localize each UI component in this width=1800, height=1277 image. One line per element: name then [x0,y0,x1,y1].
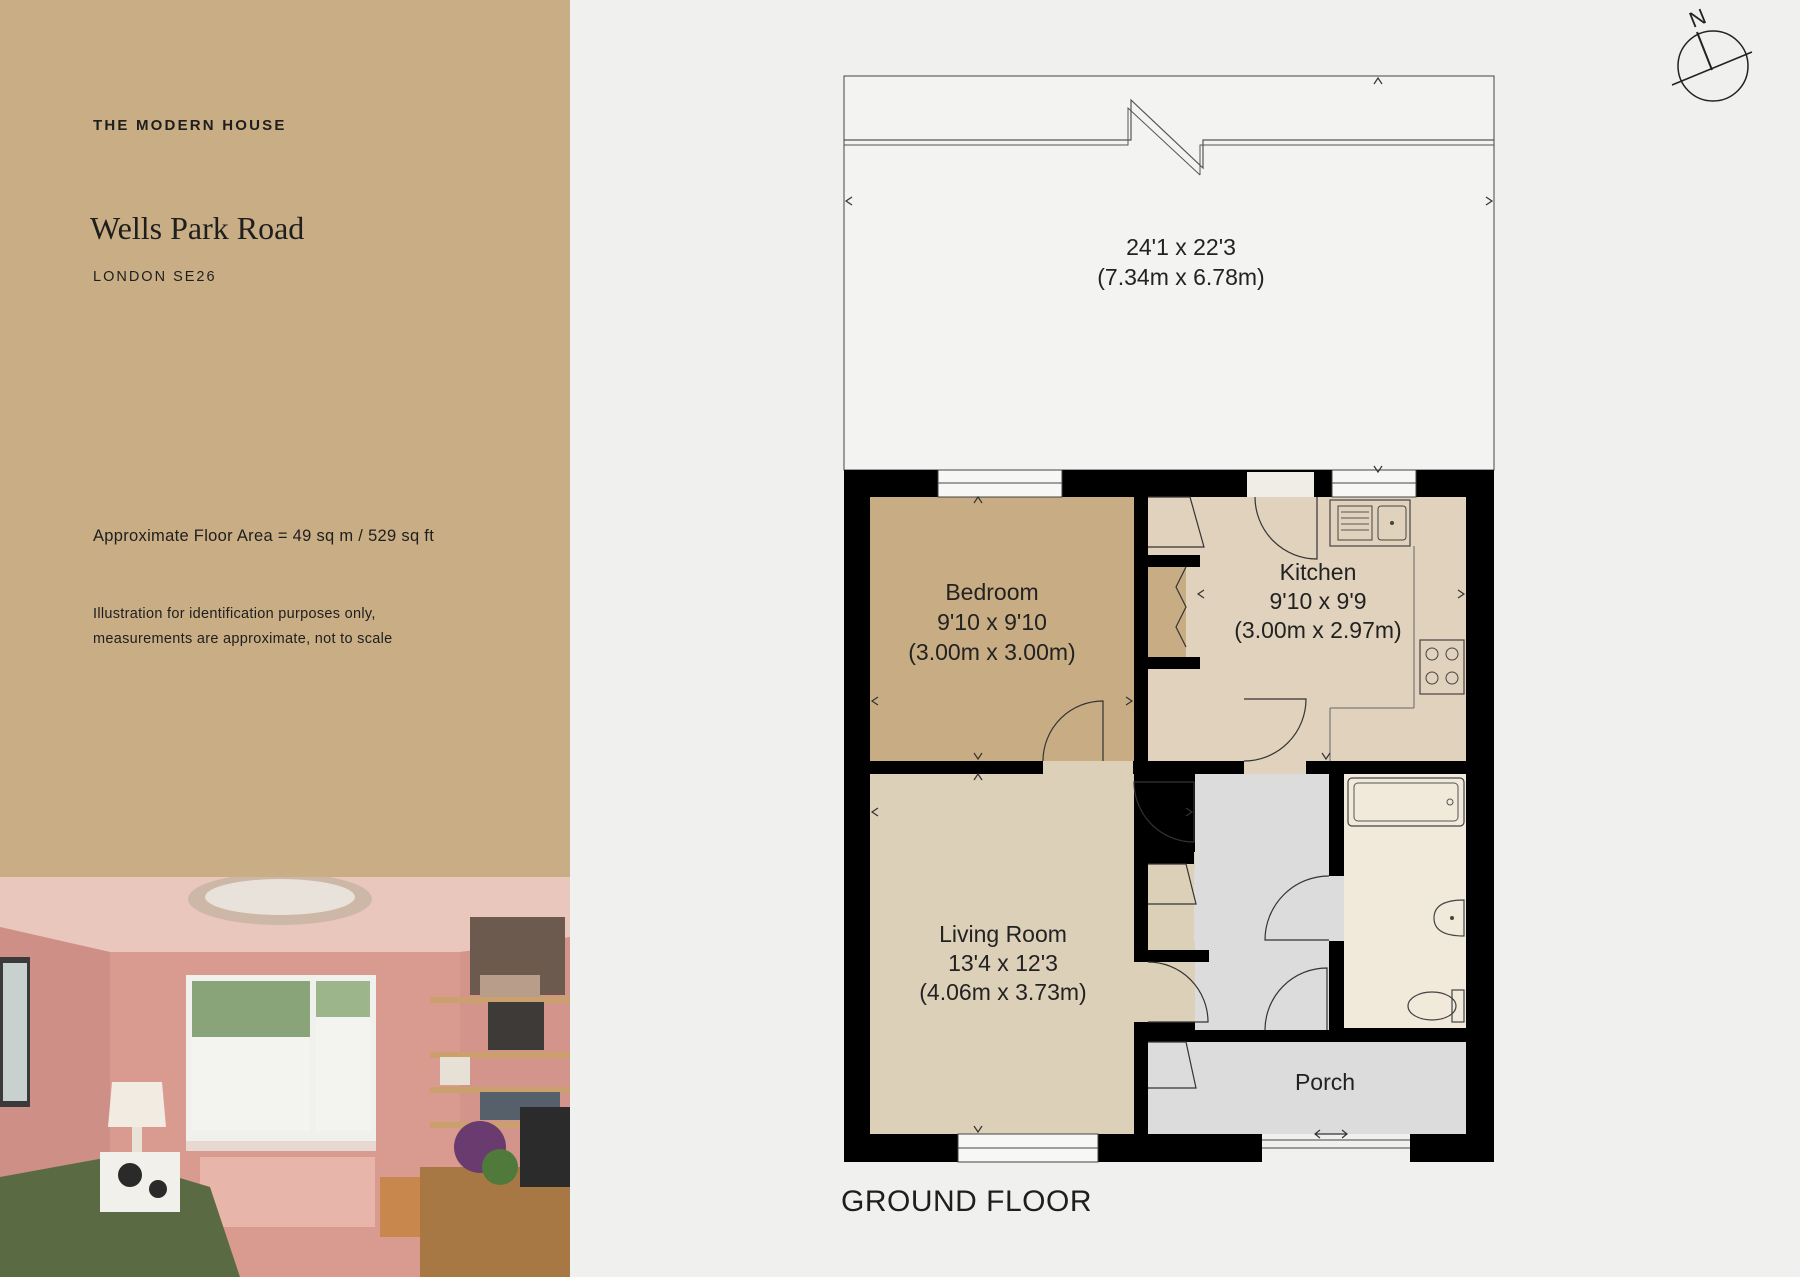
arrow-icon [1373,76,1383,85]
brand-name: THE MODERN HOUSE [93,117,287,134]
porch-name: Porch [1295,1069,1355,1095]
property-title: Wells Park Road [90,210,305,246]
bathroom-door-icon [1264,875,1330,941]
arrow-icon [1185,807,1194,817]
living-room [870,774,1134,1134]
front-door [1262,1129,1410,1149]
garden-area: 24'1 x 22'3 (7.34m x 6.78m) [843,75,1495,471]
arrow-icon [973,495,983,504]
arrow-icon [1196,589,1205,599]
porch-room [1148,1042,1466,1134]
kitchen-back-door-icon [1254,496,1318,560]
arrow-icon [973,1125,983,1134]
floor-area-text: Approximate Floor Area = 49 sq m / 529 s… [93,527,435,545]
toilet-icon [1407,989,1465,1023]
floor-level-label: GROUND FLOOR [841,1185,1093,1218]
disclaimer-text: Illustration for identification purposes… [93,602,513,652]
garden-dim-imperial: 24'1 x 22'3 [1126,234,1236,260]
bathroom [1344,774,1466,1028]
arrow-icon [1321,752,1331,761]
living-room-name: Living Room [939,921,1067,947]
arrow-icon [1125,696,1134,706]
arrow-icon [973,752,983,761]
bedroom-room [870,497,1134,761]
arrow-icon [973,772,983,781]
arrow-icon [870,696,879,706]
living-door-icon [1133,781,1195,843]
arrow-icon [1373,465,1383,474]
kitchen-room [1148,497,1466,761]
disclaimer-line-1: Illustration for identification purposes… [93,606,376,622]
bedroom-dim-metric: (3.00m x 3.00m) [908,639,1075,665]
info-panel: THE MODERN HOUSE Wells Park Road LONDON … [0,0,570,1277]
interior-photo [0,877,570,1277]
window-kitchen [1331,469,1417,498]
bedroom-door-icon [1042,700,1104,762]
compass-icon: N [1671,4,1753,102]
washbasin-icon [1433,899,1465,937]
bathtub-icon [1347,777,1465,827]
property-location: LONDON SE26 [93,269,217,285]
living-room-dim-metric: (4.06m x 3.73m) [919,979,1086,1005]
window-bedroom [937,469,1063,498]
floor-plan: N 24'1 x 22'3 (7.34m x 6.78m) [843,4,1753,1163]
hallway [1195,774,1329,1030]
kitchen-dim-imperial: 9'10 x 9'9 [1269,588,1366,614]
compass-north-label: N [1686,4,1710,33]
bedroom-dim-imperial: 9'10 x 9'10 [937,609,1047,635]
disclaimer-line-2: measurements are approximate, not to sca… [93,631,393,647]
kitchen-name: Kitchen [1280,559,1357,585]
bedroom-name: Bedroom [945,579,1038,605]
kitchen-door-icon [1243,698,1307,762]
arrow-icon [844,196,853,206]
arrow-icon [1457,589,1466,599]
arrow-icon [870,807,879,817]
kitchen-dim-metric: (3.00m x 2.97m) [1234,617,1401,643]
garden-dim-metric: (7.34m x 6.78m) [1097,264,1264,290]
hob-icon [1419,639,1465,695]
living-room-dim-imperial: 13'4 x 12'3 [948,950,1058,976]
arrow-icon [1485,196,1494,206]
window-living [957,1133,1099,1163]
sink-icon [1329,499,1411,547]
porch-door-icon [1264,967,1328,1031]
